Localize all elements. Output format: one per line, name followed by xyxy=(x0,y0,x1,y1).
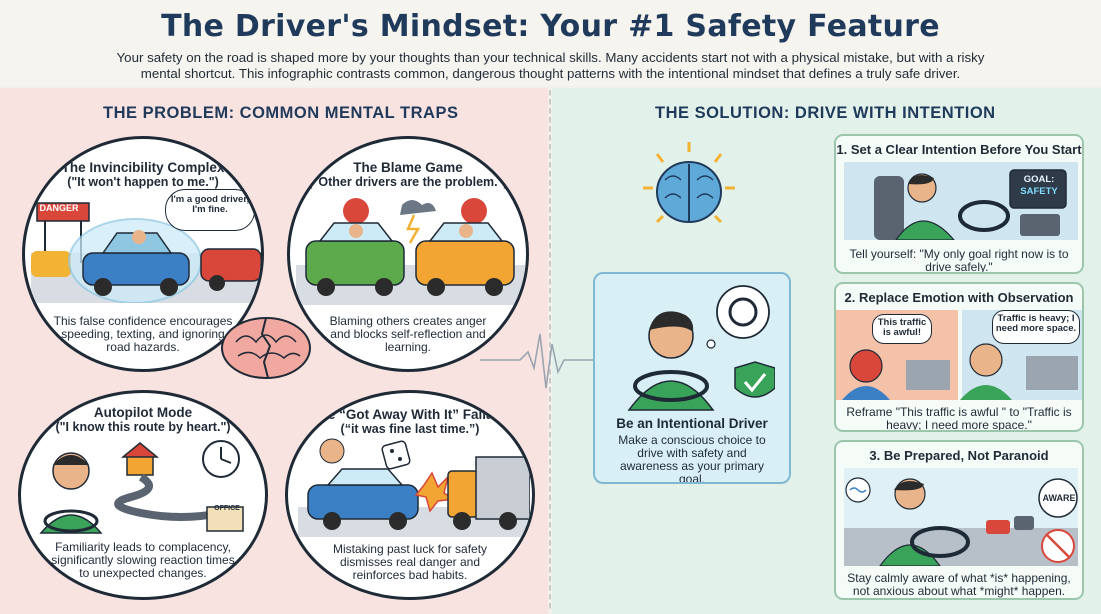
car-bubble-illustration xyxy=(31,202,261,303)
office-sign: OFFICE xyxy=(214,505,240,512)
goal-label: GOAL: xyxy=(1023,174,1055,185)
cracked-brain-icon xyxy=(221,317,311,379)
solution-heading: THE SOLUTION: DRIVE WITH INTENTION xyxy=(655,104,996,122)
trap-blame-game: The Blame Game ("Other drivers are the p… xyxy=(287,136,529,372)
trap-autopilot: Autopilot Mode ("I know this route by he… xyxy=(18,390,268,600)
speech-text: I'm a good driver, I'm fine. xyxy=(170,194,250,215)
trap-title: The “Got Away With It” Fallacy xyxy=(311,407,509,422)
page-title: The Driver's Mindset: Your #1 Safety Fea… xyxy=(161,9,940,44)
trap-title: The Invincibility Complex xyxy=(61,160,225,175)
step-title: 2. Replace Emotion with Observation xyxy=(844,290,1074,305)
trap-desc: Blaming others creates anger and blocks … xyxy=(329,314,487,354)
step-caption: Reframe "This traffic is awful " to "Tra… xyxy=(846,405,1072,432)
speech-text: Traffic is heavy; I need more space. xyxy=(995,313,1077,334)
aware-label: AWARE xyxy=(1042,493,1076,503)
driver-goal-illustration xyxy=(844,162,1078,240)
autopilot-illustration xyxy=(39,440,244,534)
goal-value: SAFETY xyxy=(1020,186,1058,197)
problem-heading: THE PROBLEM: COMMON MENTAL TRAPS xyxy=(103,104,459,122)
danger-sign: DANGER xyxy=(39,203,79,213)
near-miss-illustration xyxy=(298,438,530,537)
two-angry-drivers-illustration xyxy=(296,198,526,305)
trap-got-away-with-it: The “Got Away With It” Fallacy (“it was … xyxy=(285,390,535,600)
trap-quote: (“it was fine last time.”) xyxy=(340,422,480,436)
aware-driver-illustration xyxy=(844,468,1078,566)
step-title: 1. Set a Clear Intention Before You Star… xyxy=(836,142,1082,157)
heartbeat-line xyxy=(480,333,620,389)
trap-desc: Familiarity leads to complacency, signif… xyxy=(51,540,235,580)
step-card-prepared: 3. Be Prepared, Not Paranoid AWARE Stay … xyxy=(834,440,1084,600)
trap-quote: ("It won't happen to me.") xyxy=(67,175,219,189)
speech-bubble-emotion: This traffic is awful! xyxy=(872,314,932,344)
panel-divider xyxy=(549,90,551,610)
intentional-driver-card: Be an Intentional Driver Make a consciou… xyxy=(593,272,791,484)
intro-text: Your safety on the road is shaped more b… xyxy=(116,50,985,81)
trap-title: The Blame Game xyxy=(353,160,463,175)
header: The Driver's Mindset: Your #1 Safety Fea… xyxy=(0,0,1101,86)
trap-quote: ("Other drivers are the problem.") xyxy=(308,175,508,189)
center-desc: Make a conscious choice to drive with sa… xyxy=(618,433,766,484)
speech-bubble: I'm a good driver, I'm fine. xyxy=(165,189,255,231)
step-card-intention: 1. Set a Clear Intention Before You Star… xyxy=(834,134,1084,274)
step-caption: Tell yourself: "My only goal right now i… xyxy=(849,247,1069,274)
calm-driver-illustration xyxy=(627,285,775,411)
trap-title: Autopilot Mode xyxy=(93,405,193,420)
speech-text: This traffic is awful! xyxy=(877,317,927,338)
trap-quote: ("I know this route by heart.") xyxy=(55,420,231,434)
step-title: 3. Be Prepared, Not Paranoid xyxy=(869,448,1049,463)
trap-desc: This false confidence encourages speedin… xyxy=(53,314,233,354)
speech-bubble-observation: Traffic is heavy; I need more space. xyxy=(992,310,1080,344)
trap-invincibility: The Invincibility Complex ("It won't hap… xyxy=(22,136,264,372)
center-title: Be an Intentional Driver xyxy=(616,416,768,431)
trap-desc: Mistaking past luck for safety dismisses… xyxy=(332,542,488,582)
step-card-observation: 2. Replace Emotion with Observation This… xyxy=(834,282,1084,432)
glowing-brain-icon xyxy=(643,142,735,224)
step-caption: Stay calmly aware of what *is* happening… xyxy=(847,571,1071,598)
